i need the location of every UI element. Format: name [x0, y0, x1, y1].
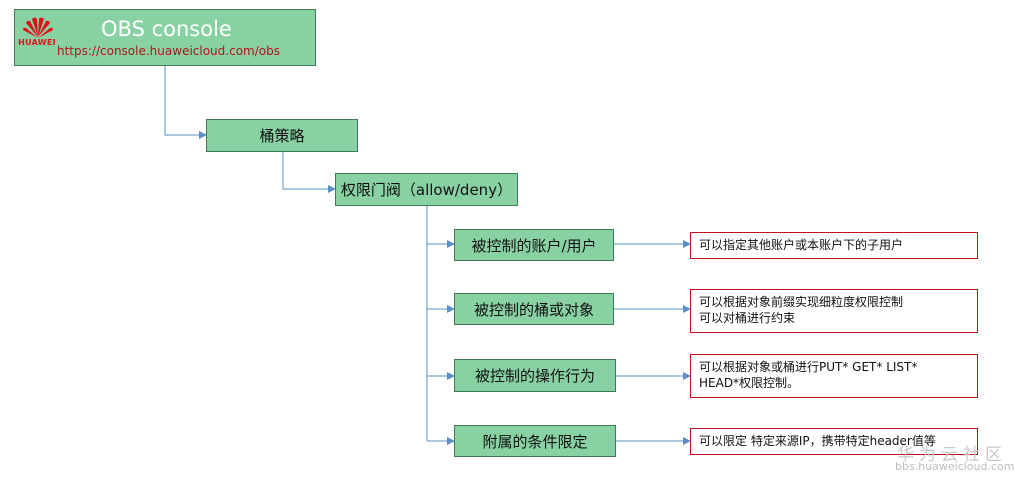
item-node-condition: 附属的条件限定 [454, 425, 616, 457]
obs-console-title: OBS console [101, 17, 232, 41]
note-bucket-object: 可以根据对象前缀实现细粒度权限控制 可以对桶进行约束 [690, 289, 978, 333]
watermark-url: bbs.huaweicloud.com [895, 460, 1015, 473]
note-line: 可以根据对象或桶进行PUT* GET* LIST* [699, 360, 918, 374]
note-condition: 可以限定 特定来源IP，携带特定header值等 [690, 428, 978, 455]
bucket-policy-node: 桶策略 [206, 119, 358, 152]
item-node-account: 被控制的账户/用户 [454, 229, 614, 261]
permission-gate-node: 权限门阀（allow/deny） [335, 173, 518, 206]
root-to-policy-connector [164, 66, 207, 139]
item-label: 附属的条件限定 [482, 432, 588, 451]
logo-text: HUAWEI [18, 38, 56, 47]
obs-console-box: HUAWEI OBS console https://console.huawe… [14, 9, 316, 66]
item-node-bucket-object: 被控制的桶或对象 [454, 293, 614, 325]
item-node-operation: 被控制的操作行为 [454, 359, 616, 392]
huawei-logo-icon [23, 17, 53, 38]
note-line: 可以指定其他账户或本账户下的子用户 [699, 238, 904, 252]
bucket-policy-label: 桶策略 [259, 127, 305, 145]
item-label: 被控制的桶或对象 [473, 300, 594, 319]
item-label: 被控制的账户/用户 [471, 236, 597, 255]
note-line: 可以限定 特定来源IP，携带特定header值等 [699, 434, 936, 448]
note-line: 可以对桶进行约束 [699, 311, 796, 325]
note-operation: 可以根据对象或桶进行PUT* GET* LIST* HEAD*权限控制。 [690, 354, 978, 398]
policy-to-gate-connector [282, 151, 336, 193]
watermark-text: 华为云社区 [897, 445, 1007, 465]
note-line: HEAD*权限控制。 [699, 376, 800, 390]
item-label: 被控制的操作行为 [474, 367, 595, 385]
note-line: 可以根据对象前缀实现细粒度权限控制 [699, 295, 904, 309]
note-account: 可以指定其他账户或本账户下的子用户 [690, 232, 978, 259]
permission-gate-label: 权限门阀（allow/deny） [340, 181, 513, 199]
obs-console-url: https://console.huaweicloud.com/obs [57, 44, 280, 58]
